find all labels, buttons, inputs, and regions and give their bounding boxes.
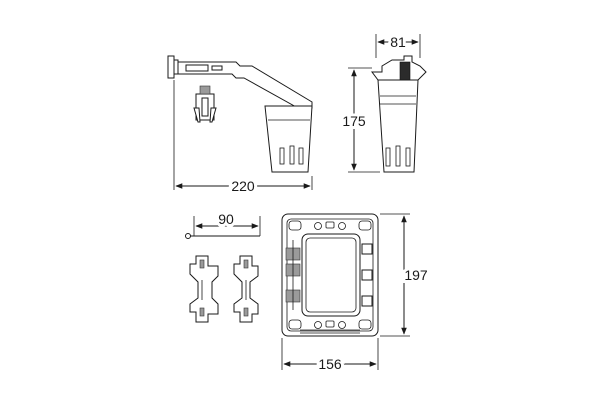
- bracket-side-view: 220: [167, 55, 313, 197]
- rod-and-brackets: 90: [185, 208, 261, 323]
- dimension-175-label: 175: [342, 113, 366, 129]
- bracket-right: [233, 255, 259, 323]
- dimension-156-label: 156: [318, 356, 342, 372]
- mounting-frame: 197 156: [281, 213, 431, 375]
- frame-clips-right: [361, 243, 373, 307]
- dimension-81-label: 81: [390, 34, 406, 50]
- bracket-left: [189, 255, 219, 323]
- dimension-197-label: 197: [404, 267, 428, 283]
- frame-clips-left: [285, 240, 301, 310]
- basket-front-view: 81 175: [339, 31, 427, 173]
- dimension-220-label: 220: [231, 178, 255, 194]
- dimension-90-label: 90: [218, 211, 234, 227]
